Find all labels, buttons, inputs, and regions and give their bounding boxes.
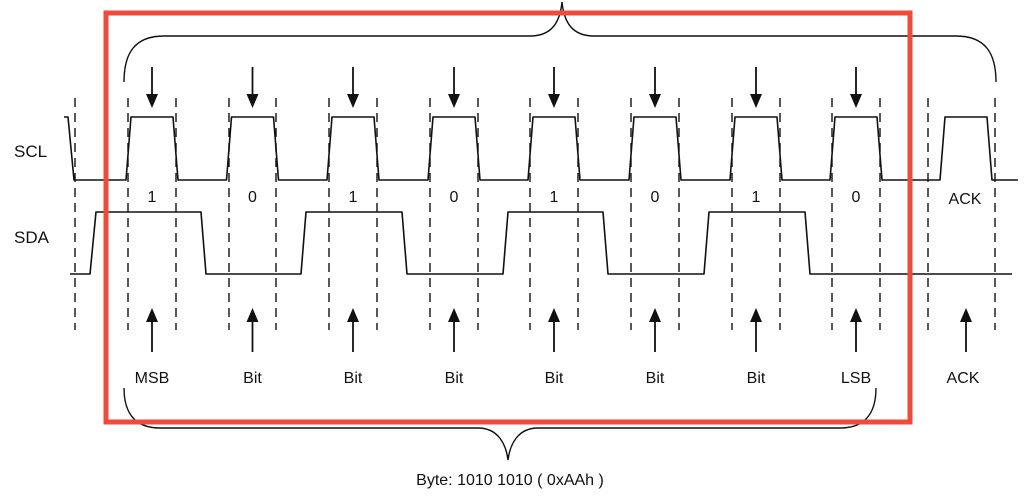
- bit-value: 0: [651, 189, 660, 206]
- arrow-up-icon: [146, 308, 158, 322]
- ack-value: ACK: [949, 191, 982, 208]
- bit-name: LSB: [841, 370, 871, 387]
- arrow-up-icon: [960, 308, 972, 322]
- arrow-down-icon: [750, 94, 762, 108]
- bit-name: Bit: [445, 370, 464, 387]
- arrow-down-icon: [347, 94, 359, 108]
- highlight-box: [103, 10, 913, 425]
- sda-waveform: [70, 211, 1012, 275]
- arrow-up-icon: [548, 308, 560, 322]
- arrow-up-icon: [649, 308, 661, 322]
- arrow-down-icon: [850, 94, 862, 108]
- byte-caption: Byte: 1010 1010 ( 0xAAh ): [416, 472, 604, 489]
- arrow-up-icon: [347, 308, 359, 322]
- arrow-up-icon: [448, 308, 460, 322]
- bit-name: Bit: [545, 370, 564, 387]
- bit-value: 1: [752, 189, 761, 206]
- bit-name: Bit: [646, 370, 665, 387]
- bit-value: 0: [450, 189, 459, 206]
- arrow-down-icon: [448, 94, 460, 108]
- arrow-down-icon: [146, 94, 158, 108]
- arrow-down-icon: [649, 94, 661, 108]
- arrow-up-icon: [750, 308, 762, 322]
- bit-value: 0: [248, 189, 257, 206]
- sample-arrows: [146, 67, 972, 352]
- bit-name: Bit: [747, 370, 766, 387]
- arrow-down-icon: [548, 94, 560, 108]
- arrow-down-icon: [246, 94, 259, 108]
- bit-value: 1: [349, 189, 358, 206]
- bit-value: 1: [148, 189, 157, 206]
- bit-value: 0: [852, 189, 861, 206]
- arrow-up-icon: [246, 308, 259, 322]
- ack-name: ACK: [947, 370, 980, 387]
- scl-waveform: [64, 116, 1018, 181]
- bit-name: MSB: [135, 370, 170, 387]
- scl-label: SCL: [14, 142, 47, 161]
- bit-name: Bit: [243, 370, 262, 387]
- bit-name: Bit: [344, 370, 363, 387]
- top-brace: [123, 1, 997, 83]
- sample-guide-lines: [74, 98, 996, 330]
- bit-value: 1: [550, 189, 559, 206]
- arrow-up-icon: [850, 308, 862, 322]
- sda-label: SDA: [14, 228, 50, 247]
